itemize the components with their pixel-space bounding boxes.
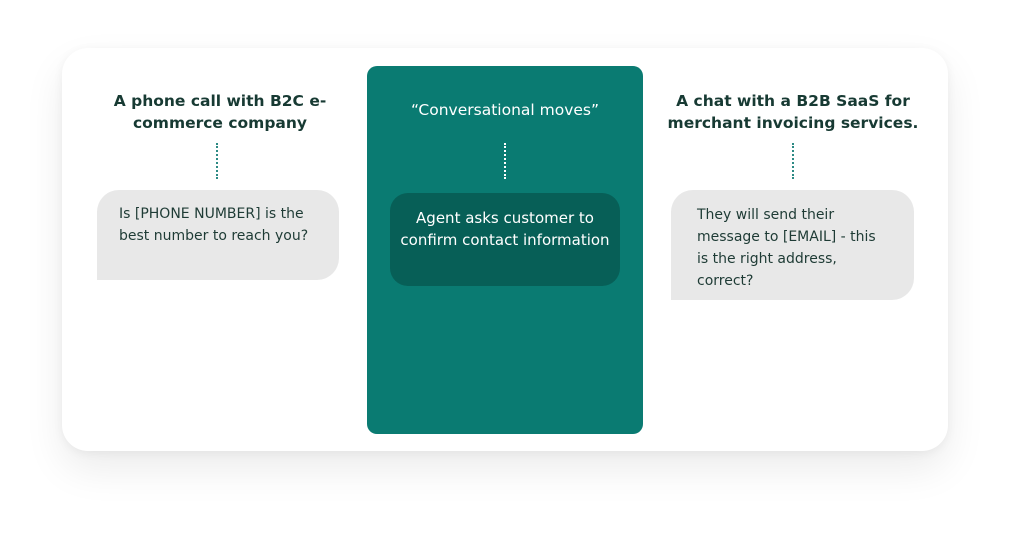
center-dotted-connector [504,143,506,179]
left-column-title: A phone call with B2C e-commerce company [113,92,327,132]
left-chat-bubble: Is [PHONE NUMBER] is the best number to … [97,190,339,280]
right-column-title: A chat with a B2B SaaS for merchant invo… [667,92,919,132]
left-dotted-connector [216,143,218,179]
center-move-box: Agent asks customer to confirm contact i… [390,193,620,286]
center-column-title: “Conversational moves” [410,101,600,119]
right-dotted-connector [792,143,794,179]
right-chat-bubble: They will send their message to [EMAIL] … [671,190,914,300]
